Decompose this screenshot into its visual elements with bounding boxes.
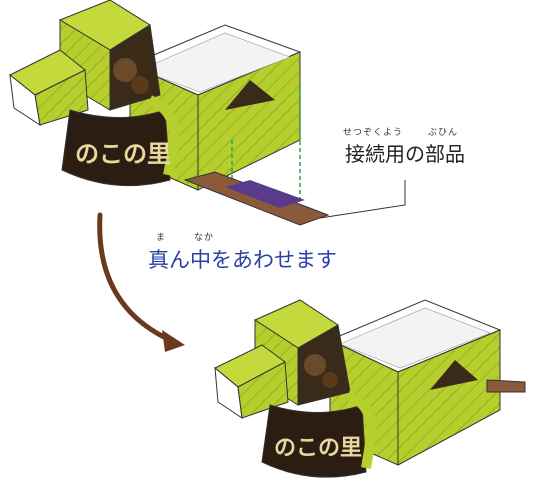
instruction-reading-1: ま xyxy=(156,233,167,243)
instruction-label: 真ん中をあわせます xyxy=(148,248,337,272)
bottom-band: のこの里 xyxy=(261,390,378,478)
part-reading-2: ぶひん xyxy=(428,128,459,138)
connector-part xyxy=(183,171,330,226)
bottom-head-box xyxy=(214,299,351,420)
part-name-label: 接続用の部品 xyxy=(345,142,465,166)
curved-arrow-icon xyxy=(97,212,185,352)
top-band: のこの里 xyxy=(61,95,181,187)
instruction-reading-2: なか xyxy=(194,233,215,243)
part-reading-1: せつぞくよう xyxy=(343,128,404,138)
bottom-connector-tab xyxy=(486,379,526,393)
top-brand-text: のこの里 xyxy=(75,140,171,168)
part-leader-line xyxy=(319,180,406,219)
bottom-box-assembly: のこの里 xyxy=(214,299,526,478)
bottom-brand-text: のこの里 xyxy=(274,436,362,461)
top-box-assembly: のこの里 xyxy=(9,0,406,226)
